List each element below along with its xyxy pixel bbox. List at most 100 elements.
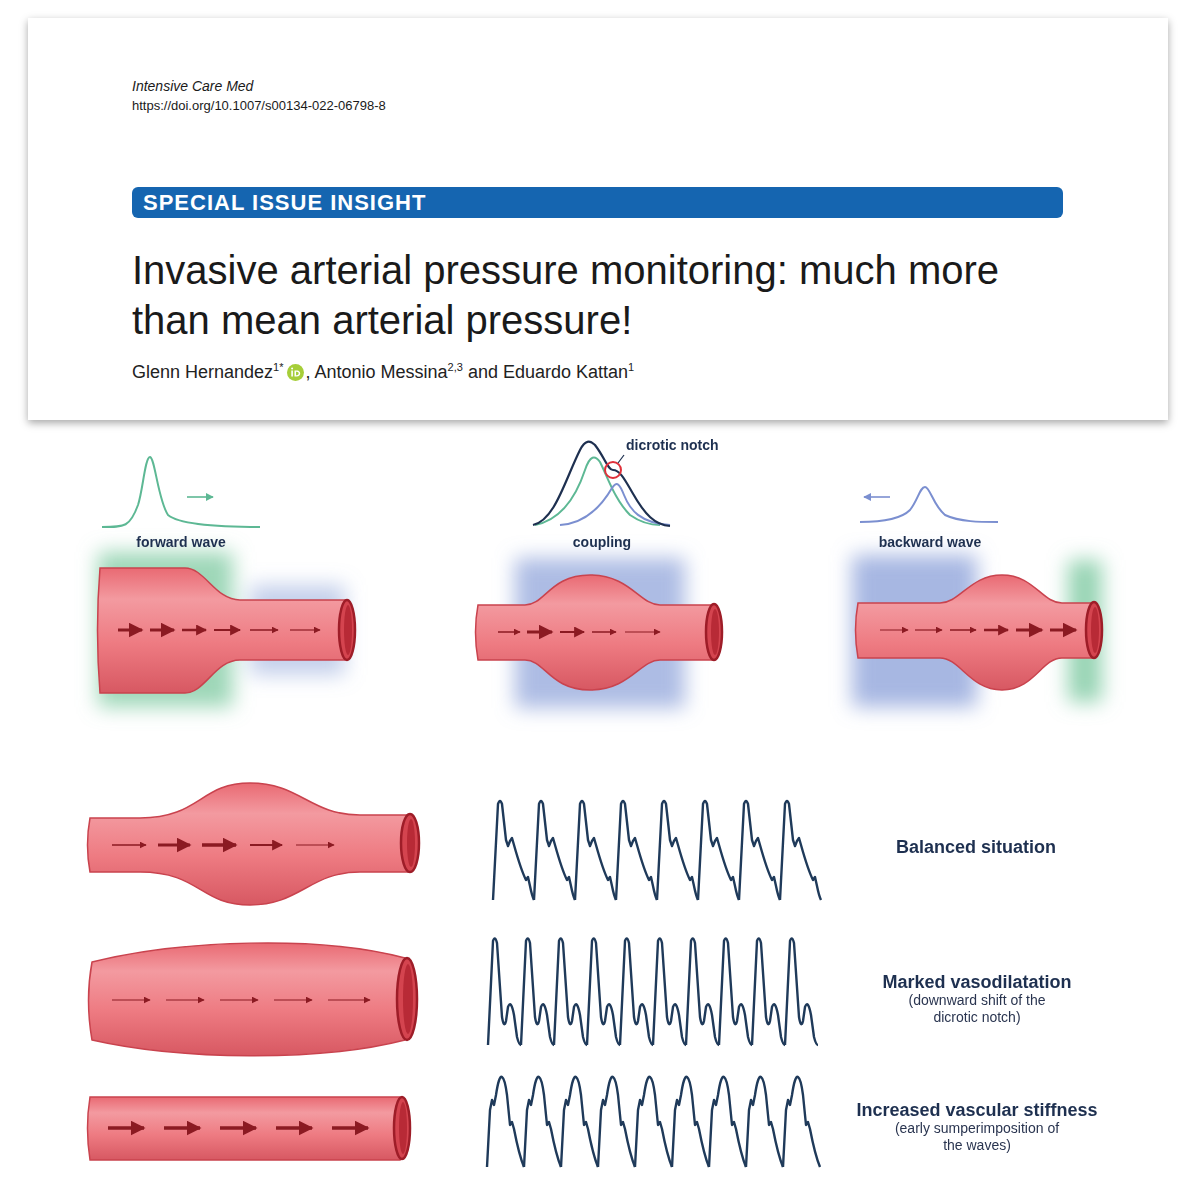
heart-beat [752, 938, 785, 1045]
flow-arrow [276, 1126, 312, 1130]
flow-arrow [332, 1126, 368, 1130]
flow-arrow [118, 629, 142, 632]
affiliation-mark: 2,3 [448, 361, 463, 373]
heart-beat [488, 938, 521, 1045]
waveform-stiffness [487, 1077, 820, 1167]
artery [89, 943, 406, 1056]
waveform-balanced [493, 801, 821, 900]
forward-wave [535, 457, 660, 525]
heart-beat [657, 801, 698, 900]
flow-arrow [915, 629, 942, 630]
backward-wave [860, 487, 998, 522]
flow-arrow [592, 631, 616, 633]
author-name: Glenn Hernandez [132, 362, 273, 382]
flow-arrow [290, 629, 320, 630]
arterial-waveforms [487, 801, 821, 1167]
paper-card: Intensive Care Medhttps://doi.org/10.100… [28, 18, 1168, 420]
flow-arrow [527, 631, 552, 634]
artery-lumen [407, 819, 415, 867]
flow-arrow [250, 844, 282, 846]
flow-arrows [108, 845, 370, 1128]
flow-arrow [1016, 629, 1042, 632]
orcid-glyph [291, 368, 293, 370]
flow-arrow [220, 999, 258, 1000]
heart-beat [521, 938, 554, 1045]
flow-arrow [560, 631, 584, 633]
flow-arrows [118, 630, 1076, 632]
author-name: , Antonio Messina [306, 362, 448, 382]
flow-arrow [625, 631, 660, 632]
flow-arrow [150, 629, 174, 632]
flow-arrow [950, 629, 976, 631]
heart-beat [780, 801, 821, 900]
wave-glow [98, 552, 1102, 708]
orcid-badge [287, 364, 304, 381]
heart-beat [575, 801, 616, 900]
affiliation-mark: 1* [273, 361, 283, 373]
notch-marker [605, 462, 621, 478]
artery-lumen [399, 1102, 407, 1154]
forward-wave [102, 457, 260, 527]
artery-opening [339, 600, 355, 660]
artery [88, 783, 409, 905]
flow-arrow [296, 844, 334, 845]
artery-opening [401, 814, 419, 872]
heart-beat [524, 1077, 561, 1167]
heart-beat [635, 1077, 672, 1167]
artery [98, 568, 346, 693]
orcid-icon [287, 364, 304, 381]
author-name: and Eduardo Kattan [468, 362, 628, 382]
heart-beat [561, 1077, 598, 1167]
flow-arrow [158, 844, 190, 847]
condition-label: Balanced situation [896, 836, 1056, 858]
orcid-glyph [294, 371, 300, 377]
artery-lumen [711, 609, 719, 655]
artery-lumen [344, 605, 352, 655]
summed-wave [533, 442, 670, 526]
artery-opening [1086, 602, 1102, 658]
orcid-glyph [291, 371, 293, 377]
artery-opening [397, 958, 417, 1040]
flow-arrow [182, 629, 206, 632]
section-banner: SPECIAL ISSUE INSIGHT [132, 187, 1063, 218]
heart-beat [587, 938, 620, 1045]
artery-opening [394, 1097, 410, 1159]
direction-arrow [864, 496, 890, 498]
condition-note: (early sumperimposition of the waves) [888, 1120, 1066, 1154]
artery-opening [706, 604, 722, 660]
vessel-openings [339, 600, 1102, 660]
condition-label: Increased vascular stiffness [856, 1099, 1097, 1121]
heart-beat [783, 1077, 820, 1167]
heart-beat [698, 801, 739, 900]
flow-arrow [112, 999, 150, 1000]
flow-arrow [250, 629, 278, 631]
vessels-bottom [88, 783, 409, 1160]
artery [476, 575, 713, 690]
wave-label: forward wave [136, 534, 225, 551]
flow-arrow [1050, 629, 1076, 632]
flow-arrow [880, 630, 908, 631]
heart-beat [487, 1077, 524, 1167]
heart-beat [554, 938, 587, 1045]
flow-arrow [166, 999, 204, 1000]
artery-lumen [403, 964, 413, 1034]
heart-beat [709, 1077, 746, 1167]
heart-beat [616, 801, 657, 900]
direction-arrow [187, 496, 213, 498]
heart-beat [785, 938, 818, 1045]
pressure-waves [102, 442, 998, 527]
journal-name: Intensive Care Med [132, 78, 253, 95]
flow-arrow [202, 843, 236, 847]
heart-beat [598, 1077, 635, 1167]
artery [856, 575, 1093, 690]
heart-beat [739, 801, 780, 900]
heart-beat [620, 938, 653, 1045]
banner-label: SPECIAL ISSUE INSIGHT [143, 187, 426, 218]
artery [88, 1097, 401, 1160]
artery-lumen [1091, 607, 1099, 653]
flow-arrow [164, 1126, 200, 1130]
heart-beat [686, 938, 719, 1045]
heart-beat [746, 1077, 783, 1167]
affiliation-mark: 1 [628, 361, 634, 373]
